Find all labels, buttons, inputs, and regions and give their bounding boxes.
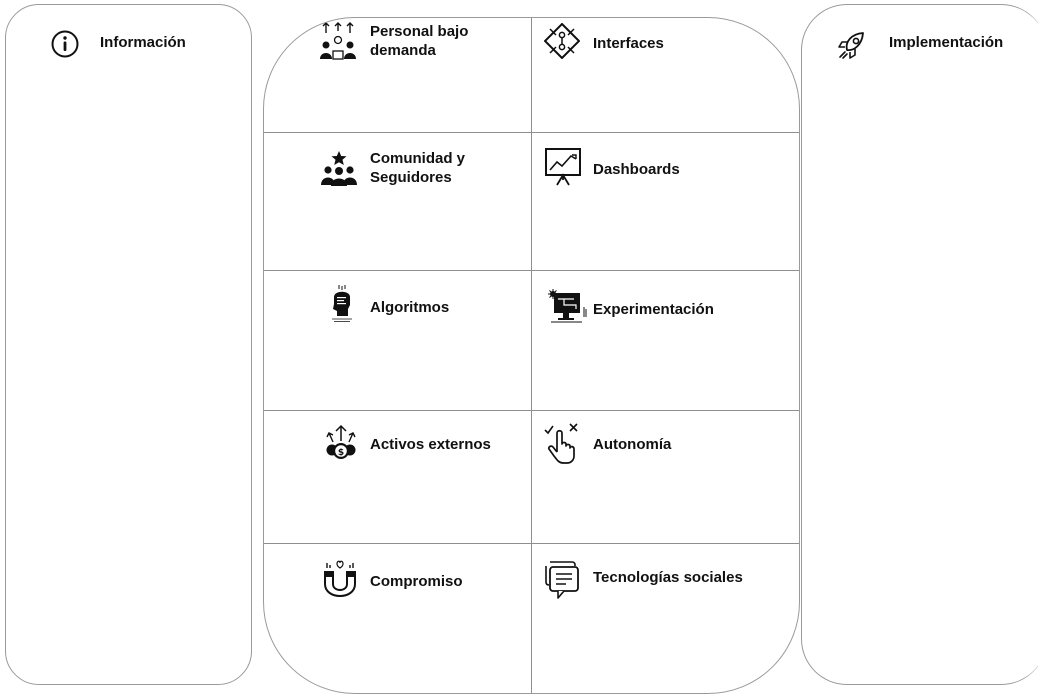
cell-label: Experimentación [593, 301, 714, 318]
cell-label: Interfaces [593, 35, 664, 52]
information-panel: Información [5, 4, 252, 685]
row-divider [264, 132, 799, 133]
center-grid-panel: Personal bajo demanda Comunidad y Seguid… [263, 17, 800, 694]
implementation-title: Implementación [889, 34, 1004, 51]
svg-text:$: $ [338, 448, 344, 458]
rocket-icon [838, 32, 864, 59]
info-icon [51, 30, 79, 58]
row-divider [264, 270, 799, 271]
presentation-chart-icon [545, 148, 581, 186]
head-algorithm-icon [332, 285, 352, 322]
chat-bubbles-icon [545, 561, 579, 599]
cell-label: Algoritmos [370, 299, 450, 316]
cell-label: Personal bajo demanda [370, 23, 469, 59]
column-divider [531, 18, 532, 693]
cell-label: Dashboards [593, 161, 680, 178]
magnet-heart-icon [324, 560, 356, 597]
row-divider [264, 410, 799, 411]
cell-label: Autonomía [593, 436, 672, 453]
row-divider [264, 543, 799, 544]
computer-lab-icon [548, 289, 587, 323]
money-assets-icon: $ [326, 424, 356, 459]
community-star-icon [321, 151, 357, 186]
hand-choice-icon [544, 423, 578, 464]
information-title: Información [100, 34, 186, 51]
cell-label: Compromiso [370, 573, 463, 590]
network-diamond-icon [544, 23, 580, 59]
people-growth-icon [320, 22, 356, 60]
cell-label: Comunidad y Seguidores [370, 150, 466, 186]
implementation-panel: Implementación [801, 4, 1038, 685]
cell-label: Tecnologías sociales [593, 569, 743, 586]
cell-label: Activos externos [370, 436, 491, 453]
